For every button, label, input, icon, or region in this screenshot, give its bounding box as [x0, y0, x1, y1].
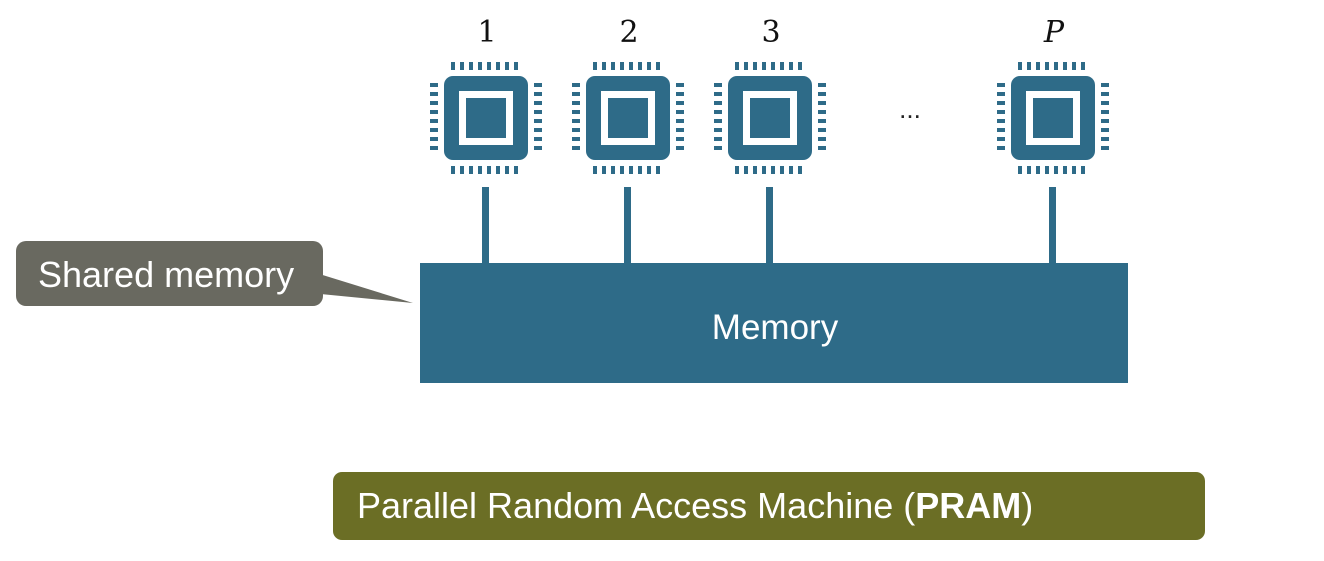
connector-line	[1049, 187, 1056, 265]
processor-label-p: P	[1043, 15, 1065, 50]
processor-ellipsis: ...	[899, 94, 921, 124]
connector-line	[766, 187, 773, 265]
pram-banner: Parallel Random Access Machine (PRAM)	[333, 472, 1205, 540]
connector-line	[624, 187, 631, 265]
callout-pointer	[300, 268, 413, 303]
banner-acronym: PRAM	[915, 485, 1022, 526]
memory-block	[420, 263, 1128, 383]
shared-memory-callout	[16, 241, 323, 306]
banner-suffix: )	[1021, 485, 1034, 526]
cpu-chip-icon	[572, 62, 684, 174]
processor-label-1: 1	[477, 15, 496, 50]
banner-prefix: Parallel Random Access Machine (	[357, 485, 916, 526]
processor-label-2: 2	[619, 15, 638, 50]
cpu-chip-icon	[430, 62, 542, 174]
connector-line	[482, 187, 489, 265]
cpu-chip-icon	[997, 62, 1109, 174]
cpu-chip-icon	[714, 62, 826, 174]
processor-label-3: 3	[761, 15, 780, 50]
memory-label: Memory	[712, 308, 839, 347]
callout-label: Shared memory	[38, 254, 294, 295]
